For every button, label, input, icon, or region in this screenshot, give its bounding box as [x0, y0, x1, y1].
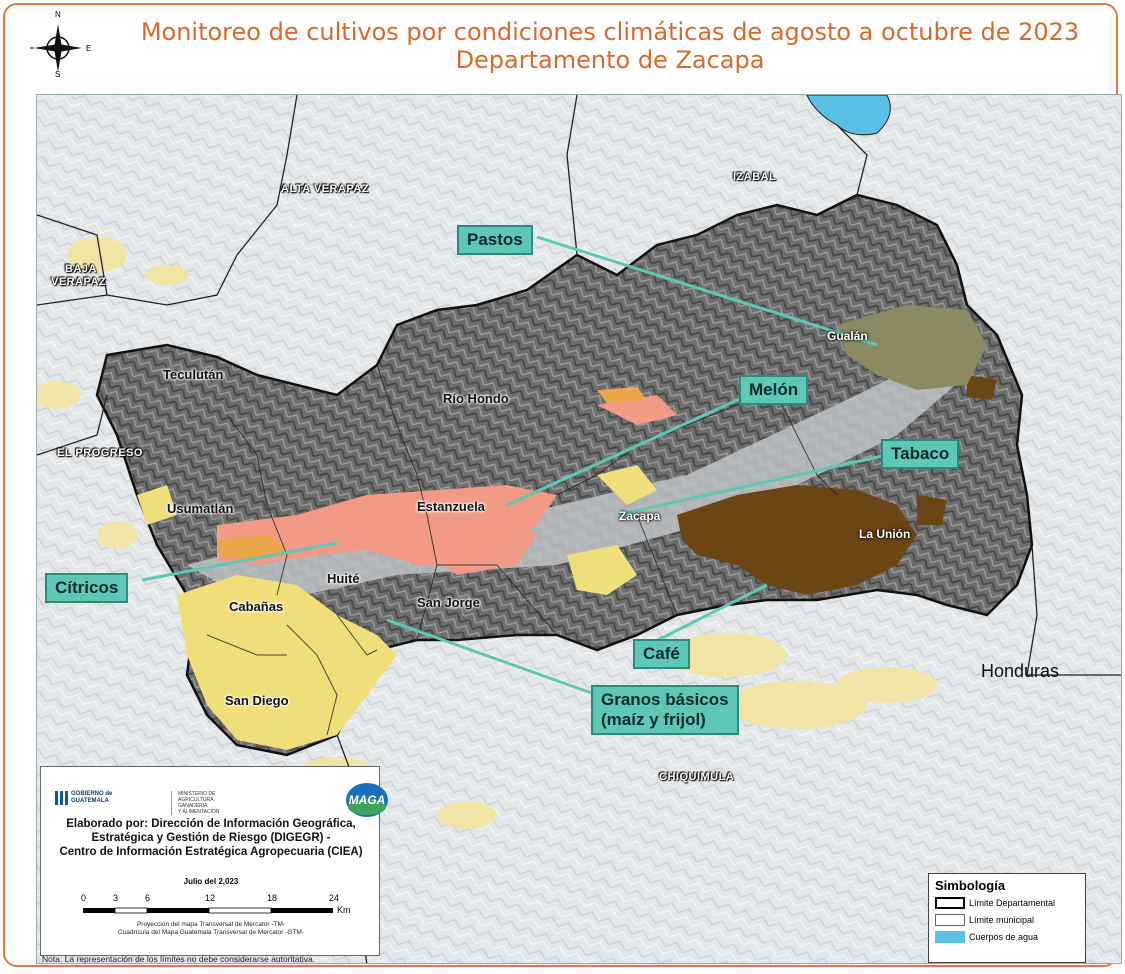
legend-label-muni: Límite municipal: [969, 915, 1035, 925]
swatch-water: [935, 931, 965, 943]
scale-tick-3: 3: [113, 893, 119, 903]
scale-unit: Km: [337, 905, 351, 915]
swatch-muni-boundary: [935, 914, 965, 926]
maga-logo-text: MAGA: [349, 793, 386, 807]
dept-baja-verapaz-1: BAJA: [65, 263, 97, 275]
dept-alta-verapaz: ALTA VERAPAZ: [281, 183, 370, 195]
cafe-areas: [677, 375, 997, 595]
legend-label-dept: Límite Departamental: [969, 898, 1056, 908]
muni-usumatlan: Usumatlán: [167, 501, 234, 516]
dept-baja-verapaz-2: VERAPAZ: [51, 276, 107, 288]
page-title: Monitoreo de cultivos por condiciones cl…: [110, 18, 1110, 74]
guatemala-gov-logo-icon: [55, 791, 68, 805]
muni-huite: Huité: [327, 571, 360, 586]
ministry-text: MINISTERIO DE AGRICULTURA, GANADERÍA Y A…: [171, 791, 220, 815]
projection-line-2: Cuadrícula del Mapa Guatemala Transversa…: [117, 929, 305, 936]
citricos-areas: [217, 387, 647, 560]
muni-san-diego: San Diego: [225, 693, 289, 708]
callout-cafe: Café: [633, 639, 690, 669]
title-line-2: Departamento de Zacapa: [455, 46, 765, 74]
muni-teculutan: Teculután: [163, 367, 224, 382]
map-canvas[interactable]: ALTA VERAPAZ IZABAL BAJA VERAPAZ EL PROG…: [36, 94, 1122, 964]
dept-el-progreso: EL PROGRESO: [57, 447, 143, 459]
muni-gualan: Gualán: [827, 329, 868, 343]
gov-line-1: GOBIERNO de: [71, 791, 113, 797]
pastos-areas: [837, 305, 987, 390]
dept-izabal: IZABAL: [733, 171, 777, 183]
ministry-line-4: Y ALIMENTACIÓN: [178, 809, 220, 815]
legend-label-water: Cuerpos de agua: [969, 932, 1039, 942]
scale-tick-0: 0: [81, 893, 87, 903]
muni-zacapa: Zacapa: [619, 509, 661, 523]
compass-rose-icon: [30, 24, 82, 72]
granos-line-1: Granos básicos: [601, 690, 729, 709]
muni-rio-hondo: Río Hondo: [443, 391, 509, 406]
callout-granos-basicos: Granos básicos (maíz y frijol): [591, 685, 739, 735]
muni-la-union: La Unión: [859, 527, 911, 541]
credit-line-1: Elaborado por: Dirección de Información …: [66, 818, 356, 830]
credit-line-2: Estratégica y Gestión de Riesgo (DIGEGR)…: [91, 832, 331, 844]
legend-box: Simbología Límite Departamental Límite m…: [928, 873, 1086, 963]
ministry-line-1: MINISTERIO DE: [178, 791, 216, 797]
projection-text: Proyección del mapa Transversal de Merca…: [41, 921, 381, 937]
gov-logo-text: GOBIERNO de GUATEMALA: [71, 791, 112, 805]
disclaimer-note: Nota: La representación de los límites n…: [42, 954, 316, 964]
credit-text: Elaborado por: Dirección de Información …: [41, 817, 381, 859]
callout-tabaco: Tabaco: [881, 439, 960, 469]
country-honduras: Honduras: [981, 661, 1060, 681]
melon-areas: [217, 395, 677, 575]
credit-date: Julio del 2,023: [183, 877, 239, 886]
legend-item-muni: Límite municipal: [935, 914, 1079, 926]
legend-item-water: Cuerpos de agua: [935, 931, 1079, 943]
scale-tick-18: 18: [267, 893, 278, 903]
muni-estanzuela: Estanzuela: [417, 499, 485, 514]
ministry-line-3: GANADERÍA: [178, 803, 208, 809]
callout-citricos: Cítricos: [45, 573, 129, 603]
scale-bar-graphic: [83, 907, 333, 914]
compass-s: S: [55, 70, 61, 79]
granos-line-2: (maíz y frijol): [601, 710, 706, 729]
callout-leaders: [141, 235, 888, 697]
projection-line-1: Proyección del mapa Transversal de Merca…: [136, 921, 286, 928]
title-line-1: Monitoreo de cultivos por condiciones cl…: [140, 18, 1080, 46]
muni-cabanas: Cabañas: [229, 599, 284, 614]
callout-pastos: Pastos: [457, 225, 533, 255]
callout-melon: Melón: [739, 375, 809, 405]
maga-logo-icon: MAGA: [346, 783, 388, 817]
compass-e: E: [86, 44, 92, 53]
scale-bar: 0 3 6 12 18 24 Km: [81, 893, 361, 923]
gov-line-2: GUATEMALA: [71, 798, 109, 804]
credit-line-3: Centro de Información Estratégica Agrope…: [59, 846, 363, 858]
muni-san-jorge: San Jorge: [417, 595, 480, 610]
legend-item-dept: Límite Departamental: [935, 897, 1079, 909]
map-graphic: [37, 95, 1121, 963]
legend-title: Simbología: [935, 878, 1006, 893]
dept-chiquimula: CHIQUIMULA: [659, 771, 735, 783]
scale-tick-12: 12: [205, 893, 216, 903]
credit-box: GOBIERNO de GUATEMALA MINISTERIO DE AGRI…: [40, 766, 388, 956]
compass-n: N: [55, 10, 61, 19]
logo-row: GOBIERNO de GUATEMALA MINISTERIO DE AGRI…: [51, 781, 388, 817]
scale-tick-6: 6: [145, 893, 151, 903]
swatch-dept-boundary: [935, 897, 965, 909]
ministry-line-2: AGRICULTURA,: [178, 797, 215, 803]
scale-tick-24: 24: [329, 893, 340, 903]
lake-izabal: [806, 95, 891, 136]
